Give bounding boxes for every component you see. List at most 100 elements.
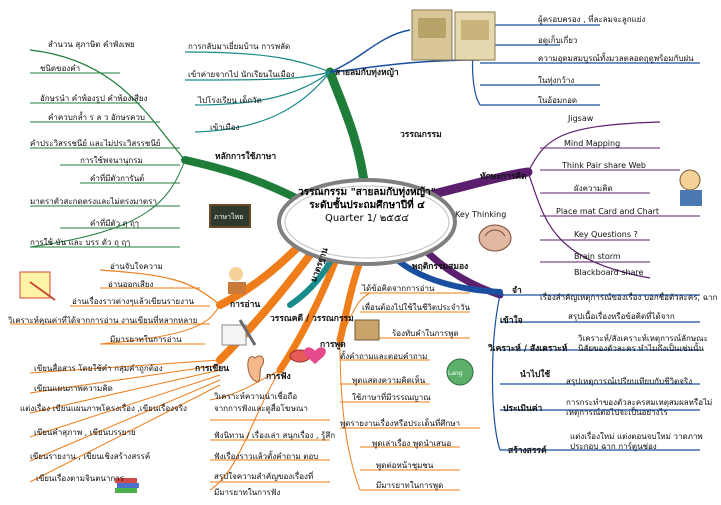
topic-behavior: พฤติกรรมสมอง — [412, 262, 469, 272]
svg-text:Lang: Lang — [448, 370, 463, 377]
language-item: สำนวน สุภาษิต คำพังเพย — [48, 40, 135, 49]
branch-listen — [276, 258, 339, 374]
bloom-desc: วิเคราะห์/สังเคราะห์เหตุการณ์ลักษณะนิสัย… — [578, 334, 708, 353]
writing-item: เขียนสื่อสาร โดยใช้คำ กลุ่มคำถูกต้อง — [34, 364, 163, 373]
language-item: ชนิดของคำ — [40, 64, 81, 73]
world-language-image: Lang — [446, 358, 474, 386]
book-stack-image — [115, 478, 139, 493]
thinking-item: Brain storm — [574, 252, 621, 261]
branch-story — [325, 67, 370, 195]
story-item: ผู้ครอบครอง , ที่ละลมจะลูกแย่ง — [538, 15, 646, 24]
reading-item: วิเคราะห์คุณค่าที่ได้จากการอ่าน งานเขียน… — [8, 316, 198, 325]
pencil-paper-image — [221, 319, 257, 346]
language-item: คำควบกล้ำ ร ล ว อักษรควบ — [48, 113, 146, 122]
story-left-item: เข้าเมือง — [210, 123, 240, 132]
listen-item: สรุปใจความสำคัญของเรื่องที่ — [214, 472, 314, 481]
topic-language: หลักการใช้ภาษา — [215, 152, 277, 162]
listen-item: จากการฟังและดูสื่อโฆษณา — [214, 404, 308, 413]
branch-thinking — [425, 167, 533, 200]
thinking-item: Place mat Card and Chart — [556, 207, 660, 216]
bookshelf-image — [354, 319, 380, 341]
speak-item: พูดแสดงความคิดเห็น — [352, 376, 426, 385]
listen-item: ฟังเรื่องราวแล้วตั้งคำถาม ตอบ — [214, 452, 319, 461]
topic-literature: วรรณกรรม — [400, 130, 442, 140]
language-item: คำที่มีตัว ฤ ฤๅ — [90, 219, 139, 228]
topic-write: การเขียน — [195, 364, 229, 374]
central-topic: วรรณกรรม "สายลมกับทุ่งหญ้า" ระดับชั้นประ… — [282, 186, 452, 258]
center-cloud — [277, 178, 457, 266]
bloom-key: วิเคราะห์ / สังเคราะห์ — [488, 344, 568, 354]
bloom-key: เข้าใจ — [500, 316, 523, 326]
center-grade: ระดับชั้นประถมศึกษาปีที่ ๔ — [309, 200, 425, 211]
story-branch-title: สายลมกับทุ่งหญ้า — [335, 68, 399, 78]
listen-item: มีมารยาทในการฟัง — [214, 488, 281, 497]
speak-item: มีมารยาทในการพูด — [376, 481, 444, 490]
brain-image — [478, 224, 512, 252]
writing-item: เขียนคำสุภาพ , เขียนบรรยาย — [34, 428, 136, 437]
reading-item: อ่านออกเสียง — [108, 280, 154, 289]
story-left-item: เข้าค่ายจากไป นักเรียนในเมือง — [188, 70, 295, 79]
speak-item: พูดรายงานเรื่องหรือประเด็นที่ศึกษา — [340, 419, 460, 428]
thinking-item: Think Pair share Web — [562, 161, 647, 170]
topic-listen: การฟัง — [266, 372, 291, 382]
thinking-item: Jigsaw — [568, 114, 594, 123]
speak-item: ได้ข้อคิดจากการอ่าน — [362, 284, 435, 293]
story-left-item: ไปโรงเรียน เด็กวัด — [198, 96, 262, 105]
story-item: ในอ้อมกอด — [538, 96, 578, 105]
branch-write — [216, 251, 314, 364]
speak-item: ตั้งคำถามและตอบคำถาม — [340, 352, 428, 361]
ear-image — [247, 355, 265, 383]
speak-item: เพื่อนต้องไปใช้ในชีวิตประจำวัน — [362, 303, 470, 312]
book-cover-image — [411, 9, 496, 61]
heart-image — [304, 347, 326, 364]
branch-language — [181, 156, 304, 204]
branch-standards — [392, 255, 503, 295]
thinking-person-image — [679, 169, 702, 206]
thinking-item: ผังความคิด — [574, 184, 613, 193]
language-item: การใช้พจนานุกรม — [80, 156, 143, 165]
bloom-desc: แต่งเรื่องใหม่ แต่งตอนจบใหม่ วาดภาพประกอ… — [570, 432, 703, 451]
reading-item: อ่านจับใจความ — [110, 262, 163, 271]
center-quarter: Quarter 1/ ๒๕๕๔ — [324, 213, 410, 224]
bloom-key: ประเมินค่า — [503, 404, 543, 414]
speak-item: พูดต่อหน้าชุมชน — [376, 461, 434, 470]
story-item: อดูเก็บเกี่ยว — [538, 36, 578, 45]
language-item: อักษรนำ คำพ้องรูป คำพ้องเสียง — [40, 94, 148, 103]
speak-item: ใช้ภาษาที่มีวรรณญาณ — [352, 393, 431, 402]
writing-item: แต่งเรื่อง เขียนแผนภาพโครงเรื่อง ,เขียนเ… — [20, 404, 187, 413]
bloom-desc: เรื่องสำคัญเหตุการณ์ของเรื่อง บอกชื่อตัว… — [540, 293, 718, 302]
topic-speak: การพูด — [320, 340, 346, 350]
branch-speak — [336, 258, 364, 344]
story-left-item: การกลับมาเยี่ยมบ้าน การพลัด — [188, 42, 291, 51]
bloom-desc: สรุปเหตุการณ์เปรียบเทียบกับชีวิตจริง — [566, 377, 693, 386]
bloom-desc: การกระทำของตัวละครสมเหตุสมผลหรือไม่ เหตุ… — [566, 398, 713, 417]
topic-read: การอ่าน — [230, 300, 261, 310]
writing-item: เขียนรายงาน , เขียนเชิงสร้างสรรค์ — [30, 452, 151, 461]
listen-item: ฟังนิทาน / เรื่องเล่า สนุกเรื่อง , รู้สึ… — [214, 431, 336, 440]
key-thinking-label: Key Thinking — [455, 210, 507, 219]
writing-hand-image — [19, 271, 56, 301]
speak-item: พูดเล่าเรื่อง พูดนำเสนอ — [372, 439, 452, 448]
topic-thinking: ทักษะการคิด — [480, 172, 527, 182]
listen-item: วิเคราะห์ความน่าเชื่อถือ — [214, 392, 298, 401]
branch-lit-vertical — [287, 259, 333, 308]
language-item: คำที่มีตัวการันต์ — [90, 174, 145, 183]
reading-child-image — [228, 267, 246, 294]
writing-item: เขียนแผนภาพความคิด — [34, 384, 113, 393]
bloom-key: สร้างสรรค์ — [508, 446, 547, 456]
language-item: การใช้ บัน และ บรร ตัว ฤ ฤๅ — [30, 238, 131, 247]
reading-item: มีมารยาทในการอ่าน — [110, 335, 182, 344]
branch-read — [216, 241, 304, 309]
reading-item: อ่านเรื่องราวต่างๆแล้วเขียนรายงาน — [72, 297, 194, 306]
svg-text:ภาษาไทย: ภาษาไทย — [214, 212, 243, 221]
chalkboard-image: ภาษาไทย — [209, 204, 251, 228]
center-title: วรรณกรรม "สายลมกับทุ่งหญ้า" — [298, 187, 436, 198]
thinking-item: Mind Mapping — [564, 139, 621, 148]
bloom-key: จำ — [512, 286, 522, 296]
thinking-item: Blackboard share — [574, 268, 644, 277]
speak-item: ร้องทับคำในการพูด — [392, 329, 459, 338]
bloom-key: นำไปใช้ — [520, 370, 551, 380]
thinking-item: Key Questions ? — [574, 230, 638, 239]
story-item: ในทุ่งกว้าง — [538, 76, 575, 85]
